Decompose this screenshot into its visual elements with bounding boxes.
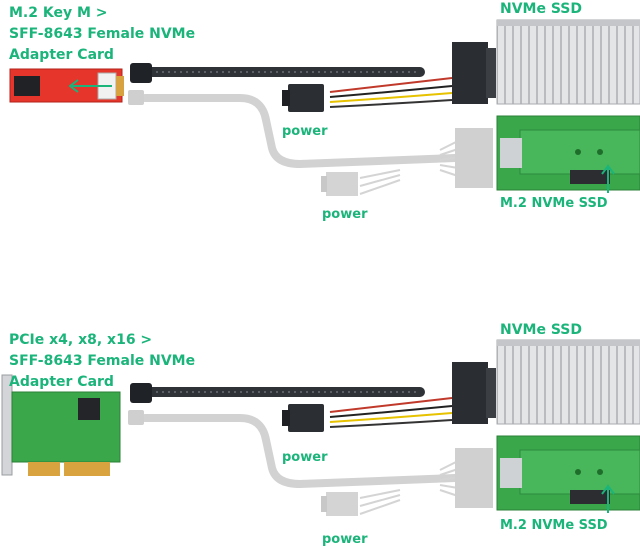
top-adapter-title-line-1: M.2 Key M > [9, 5, 108, 21]
bottom-adapter-title: PCIe x4, x8, x16 > SFF-8643 Female NVMe … [9, 330, 195, 393]
top-power-label-1: power [282, 124, 328, 139]
bottom-adapter-title-line-2: SFF-8643 Female NVMe [9, 353, 196, 369]
top-adapter-title-line-2: SFF-8643 Female NVMe [9, 26, 196, 42]
bottom-m2-ssd-label: M.2 NVMe SSD [500, 518, 608, 533]
bottom-adapter-title-line-1: PCIe x4, x8, x16 > [9, 332, 153, 348]
bottom-ssd-label: NVMe SSD [500, 322, 583, 338]
top-adapter-title: M.2 Key M > SFF-8643 Female NVMe Adapter… [9, 3, 195, 66]
bottom-power-label-1: power [282, 450, 328, 465]
top-adapter-title-line-3: Adapter Card [9, 47, 114, 63]
top-power-label-2: power [322, 207, 368, 222]
pcie-adapter-card [11, 391, 121, 463]
top-m2-ssd-label: M.2 NVMe SSD [500, 196, 608, 211]
bottom-power-label-2: power [322, 532, 368, 547]
bottom-adapter-title-line-3: Adapter Card [9, 374, 114, 390]
top-ssd-label: NVMe SSD [500, 1, 583, 17]
